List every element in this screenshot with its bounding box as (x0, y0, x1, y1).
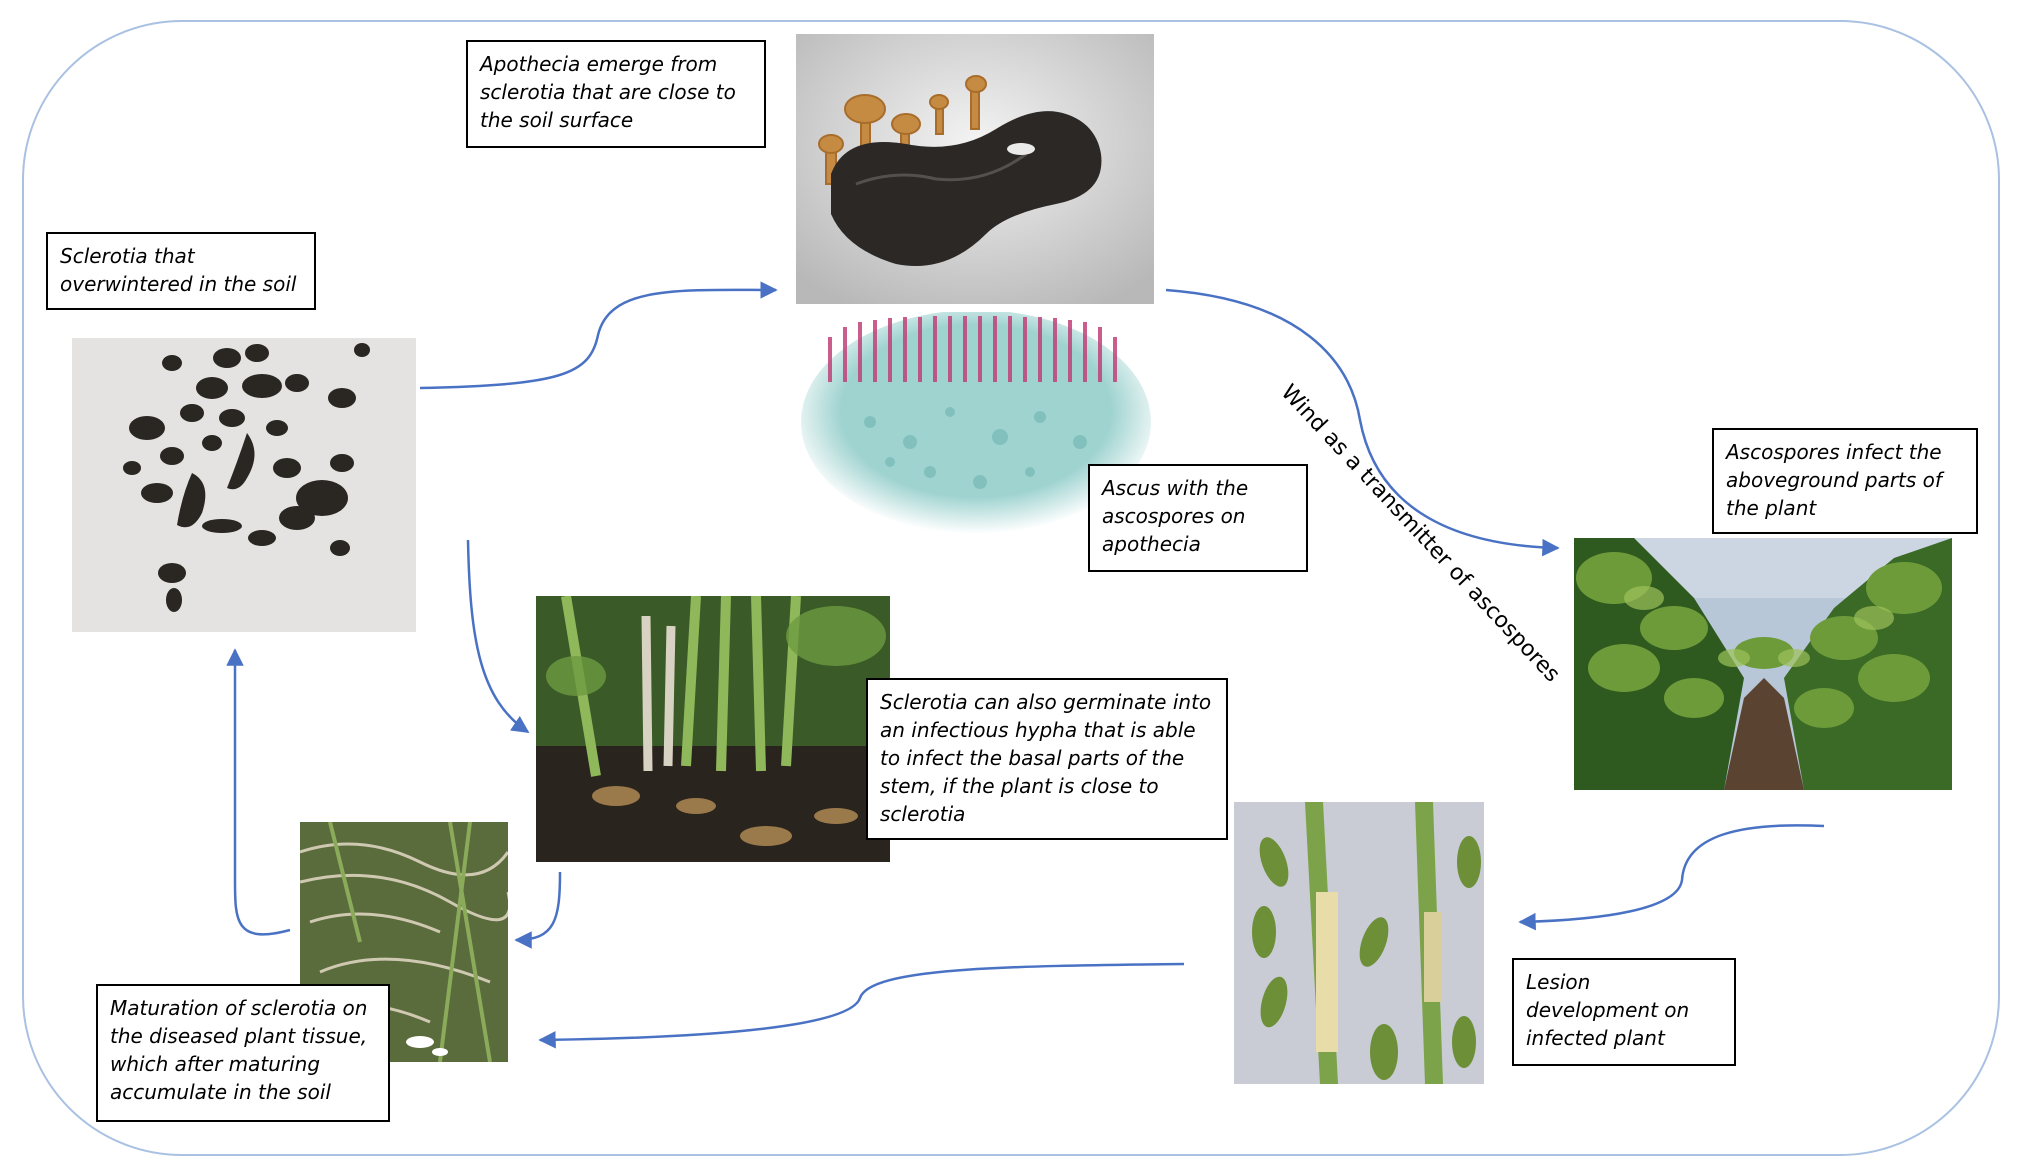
apothecia-photo (796, 34, 1154, 304)
label-maturation: Maturation of sclerotia on the diseased … (96, 984, 390, 1122)
soybean-field-photo (1574, 538, 1952, 790)
label-ascospores-infect: Ascospores infect the aboveground parts … (1712, 428, 1978, 534)
lesion-stem-photo (1234, 802, 1484, 1084)
label-sclerotia-overwintered: Sclerotia that overwintered in the soil (46, 232, 316, 310)
label-germinate-hypha: Sclerotia can also germinate into an inf… (866, 678, 1228, 840)
label-ascus: Ascus with the ascospores on apothecia (1088, 464, 1308, 572)
infected-stems-photo (536, 596, 890, 862)
sclerotia-photo (72, 338, 416, 632)
cycle-frame (22, 20, 2000, 1156)
label-lesion: Lesion development on infected plant (1512, 958, 1736, 1066)
label-apothecia-emerge: Apothecia emerge from sclerotia that are… (466, 40, 766, 148)
